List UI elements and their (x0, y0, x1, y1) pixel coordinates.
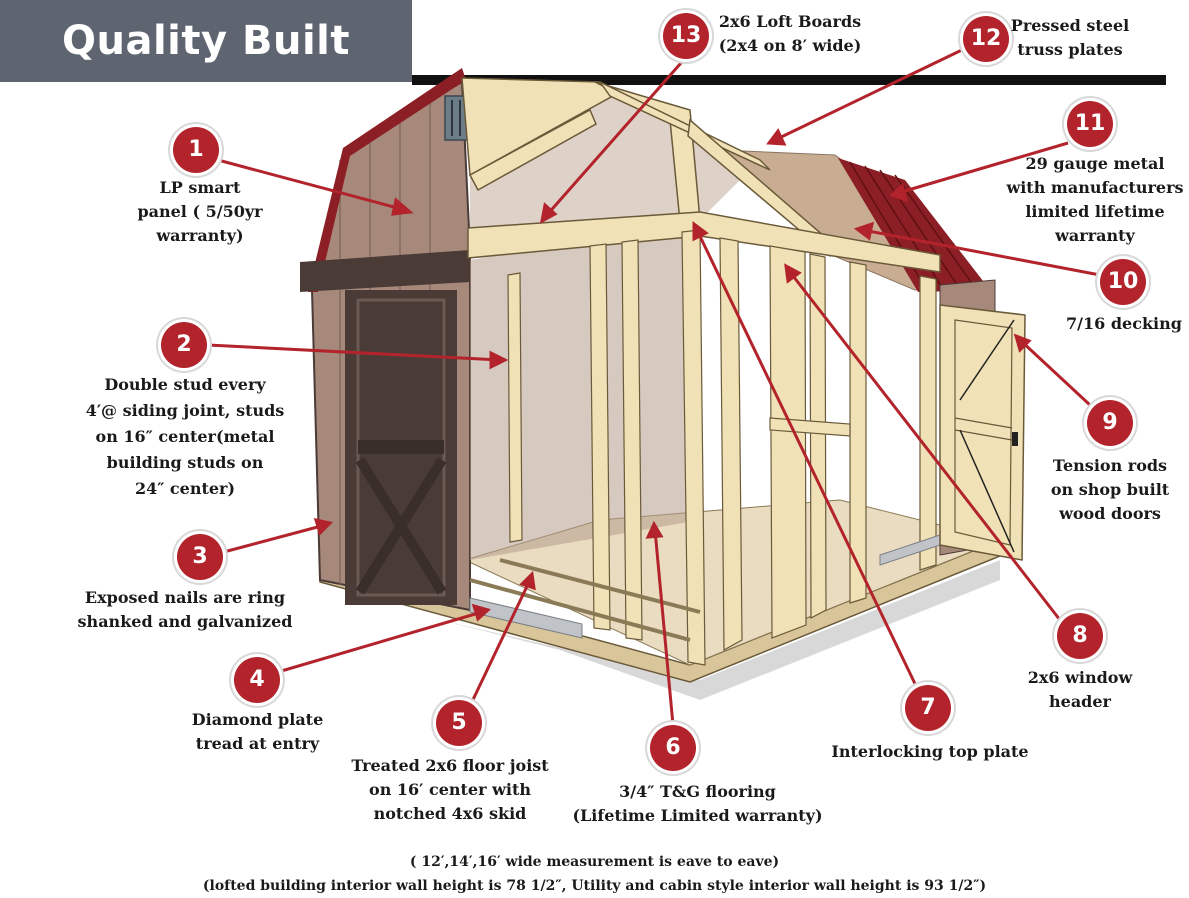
diamond-plate-tread (469, 597, 583, 639)
front-wall-studs (507, 229, 706, 666)
callout-text-12: Pressed steel truss plates (1010, 16, 1130, 59)
floor-joists (469, 558, 701, 642)
callout-text-2: Double stud every 4′@ siding joint, stud… (85, 375, 285, 498)
footnote-eave: ( 12′,14′,16′ wide measurement is eave t… (409, 854, 780, 870)
callout-text-8: 2x6 window header (1027, 668, 1133, 711)
callout-badge-1: 1 (173, 127, 219, 173)
callout-text-5: Treated 2x6 floor joist on 16′ center wi… (351, 756, 549, 823)
door-handle (1012, 432, 1018, 446)
callout-badge-7: 7 (905, 685, 951, 731)
callout-text-9: Tension rods on shop built wood doors (1050, 456, 1170, 523)
callout-text-4: Diamond plate tread at entry (191, 710, 324, 753)
callout-badge-13: 13 (663, 13, 709, 59)
callout-badge-12: 12 (963, 16, 1009, 62)
footnote-wall-height: (lofted building interior wall height is… (202, 878, 987, 894)
callout-text-1: LP smart panel ( 5/50yr warranty) (137, 178, 263, 245)
callout-badge-10: 10 (1100, 259, 1146, 305)
callout-badge-5: 5 (436, 700, 482, 746)
header-rule (412, 75, 1166, 85)
right-door-detail (954, 319, 1013, 546)
callout-badge-8: 8 (1057, 613, 1103, 659)
left-door-rail (358, 440, 444, 454)
side-wall-studs (719, 237, 937, 652)
callout-text-7: Interlocking top plate (831, 742, 1029, 761)
tension-rod-b (959, 429, 1015, 553)
callout-badge-11: 11 (1067, 101, 1113, 147)
callout-text-3: Exposed nails are ring shanked and galva… (77, 588, 293, 631)
left-roof-edge (308, 68, 466, 292)
callout-text-6: 3/4″ T&G flooring (Lifetime Limited warr… (572, 782, 823, 825)
callout-text-10: 7/16 decking (1066, 314, 1182, 333)
callout-badge-2: 2 (161, 322, 207, 368)
truss-frame (461, 77, 842, 257)
metal-roof (838, 158, 990, 292)
callout-badge-4: 4 (234, 657, 280, 703)
callout-badge-6: 6 (650, 725, 696, 771)
callout-text-13: 2x6 Loft Boards (2x4 on 8′ wide) (718, 12, 862, 55)
door-header-trim (300, 250, 470, 292)
callout-badge-3: 3 (177, 534, 223, 580)
top-plate (467, 211, 941, 273)
back-wall (470, 220, 700, 560)
tension-rod-a (959, 319, 1015, 401)
callout-badge-9: 9 (1087, 400, 1133, 446)
title-banner (0, 0, 412, 82)
page-title: Quality Built (61, 18, 351, 64)
leader-lines (207, 46, 1101, 726)
callout-text-11: 29 gauge metal with manufacturers limite… (1006, 154, 1184, 245)
left-door-brace-b (355, 457, 447, 595)
